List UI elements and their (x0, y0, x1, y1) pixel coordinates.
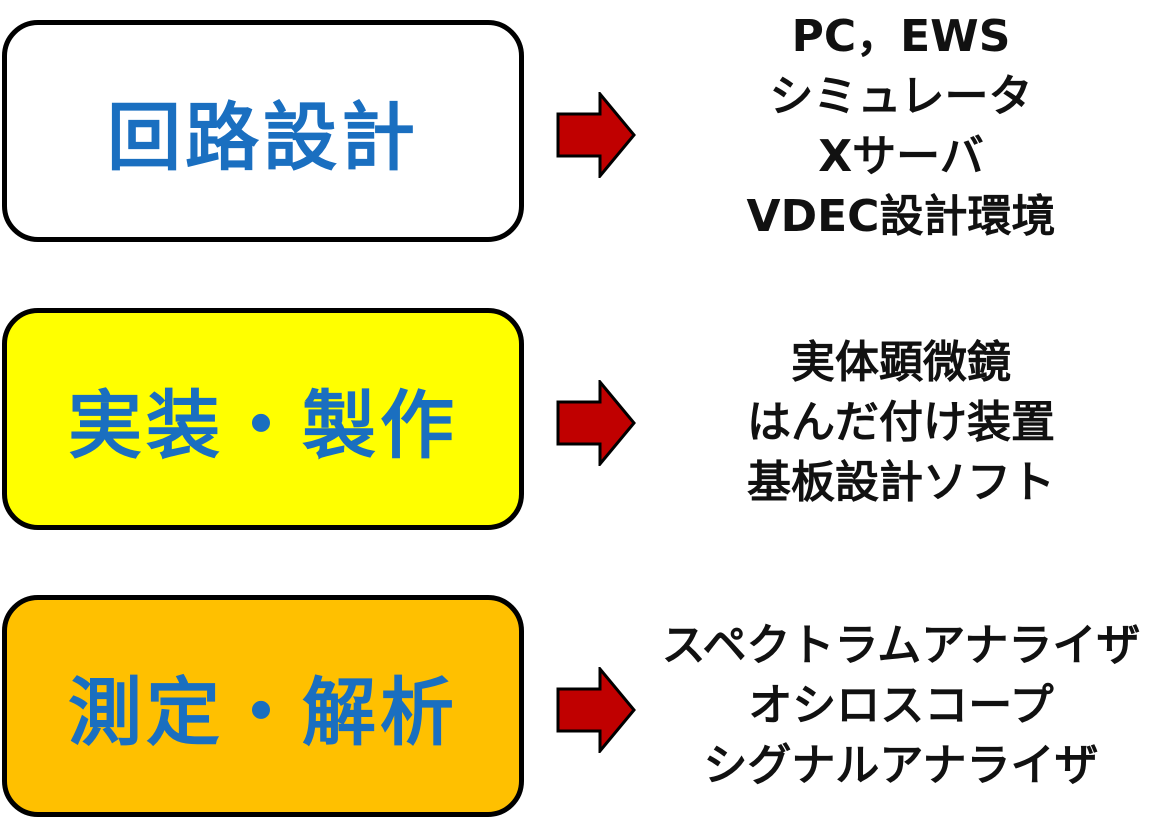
right-arrow-icon (556, 667, 636, 753)
tool-item: シミュレータ (769, 71, 1033, 122)
stage-box: 実装・製作 (2, 308, 524, 530)
stage-label: 回路設計 (107, 94, 419, 181)
stage-box: 測定・解析 (2, 595, 524, 817)
right-arrow-icon (556, 380, 636, 466)
tool-item: PC，EWS (791, 11, 1011, 62)
right-arrow-icon (556, 92, 636, 178)
stage-label: 測定・解析 (68, 669, 458, 756)
tool-list: PC，EWS シミュレータ Xサーバ VDEC設計環境 (640, 11, 1162, 242)
stage-label: 実装・製作 (68, 382, 458, 469)
tool-item: 基板設計ソフト (747, 457, 1055, 508)
tool-item: オシロスコープ (748, 680, 1054, 731)
tool-list: スペクトラムアナライザ オシロスコープ シグナルアナライザ (640, 591, 1162, 821)
tool-item: VDEC設計環境 (746, 191, 1056, 242)
tool-item: スペクトラムアナライザ (661, 620, 1141, 671)
stage-row-circuit-design: 回路設計 PC，EWS シミュレータ Xサーバ VDEC設計環境 (0, 11, 1162, 250)
stage-row-measurement: 測定・解析 スペクトラムアナライザ オシロスコープ シグナルアナライザ (0, 595, 1162, 825)
stage-row-assembly: 実装・製作 実体顕微鏡 はんだ付け装置 基板設計ソフト (0, 308, 1162, 538)
tool-item: 実体顕微鏡 (791, 337, 1011, 388)
stage-box: 回路設計 (2, 20, 524, 242)
tool-list: 実体顕微鏡 はんだ付け装置 基板設計ソフト (640, 308, 1162, 538)
tool-item: シグナルアナライザ (703, 740, 1099, 791)
tool-item: はんだ付け装置 (747, 397, 1055, 448)
tool-item: Xサーバ (818, 131, 984, 182)
